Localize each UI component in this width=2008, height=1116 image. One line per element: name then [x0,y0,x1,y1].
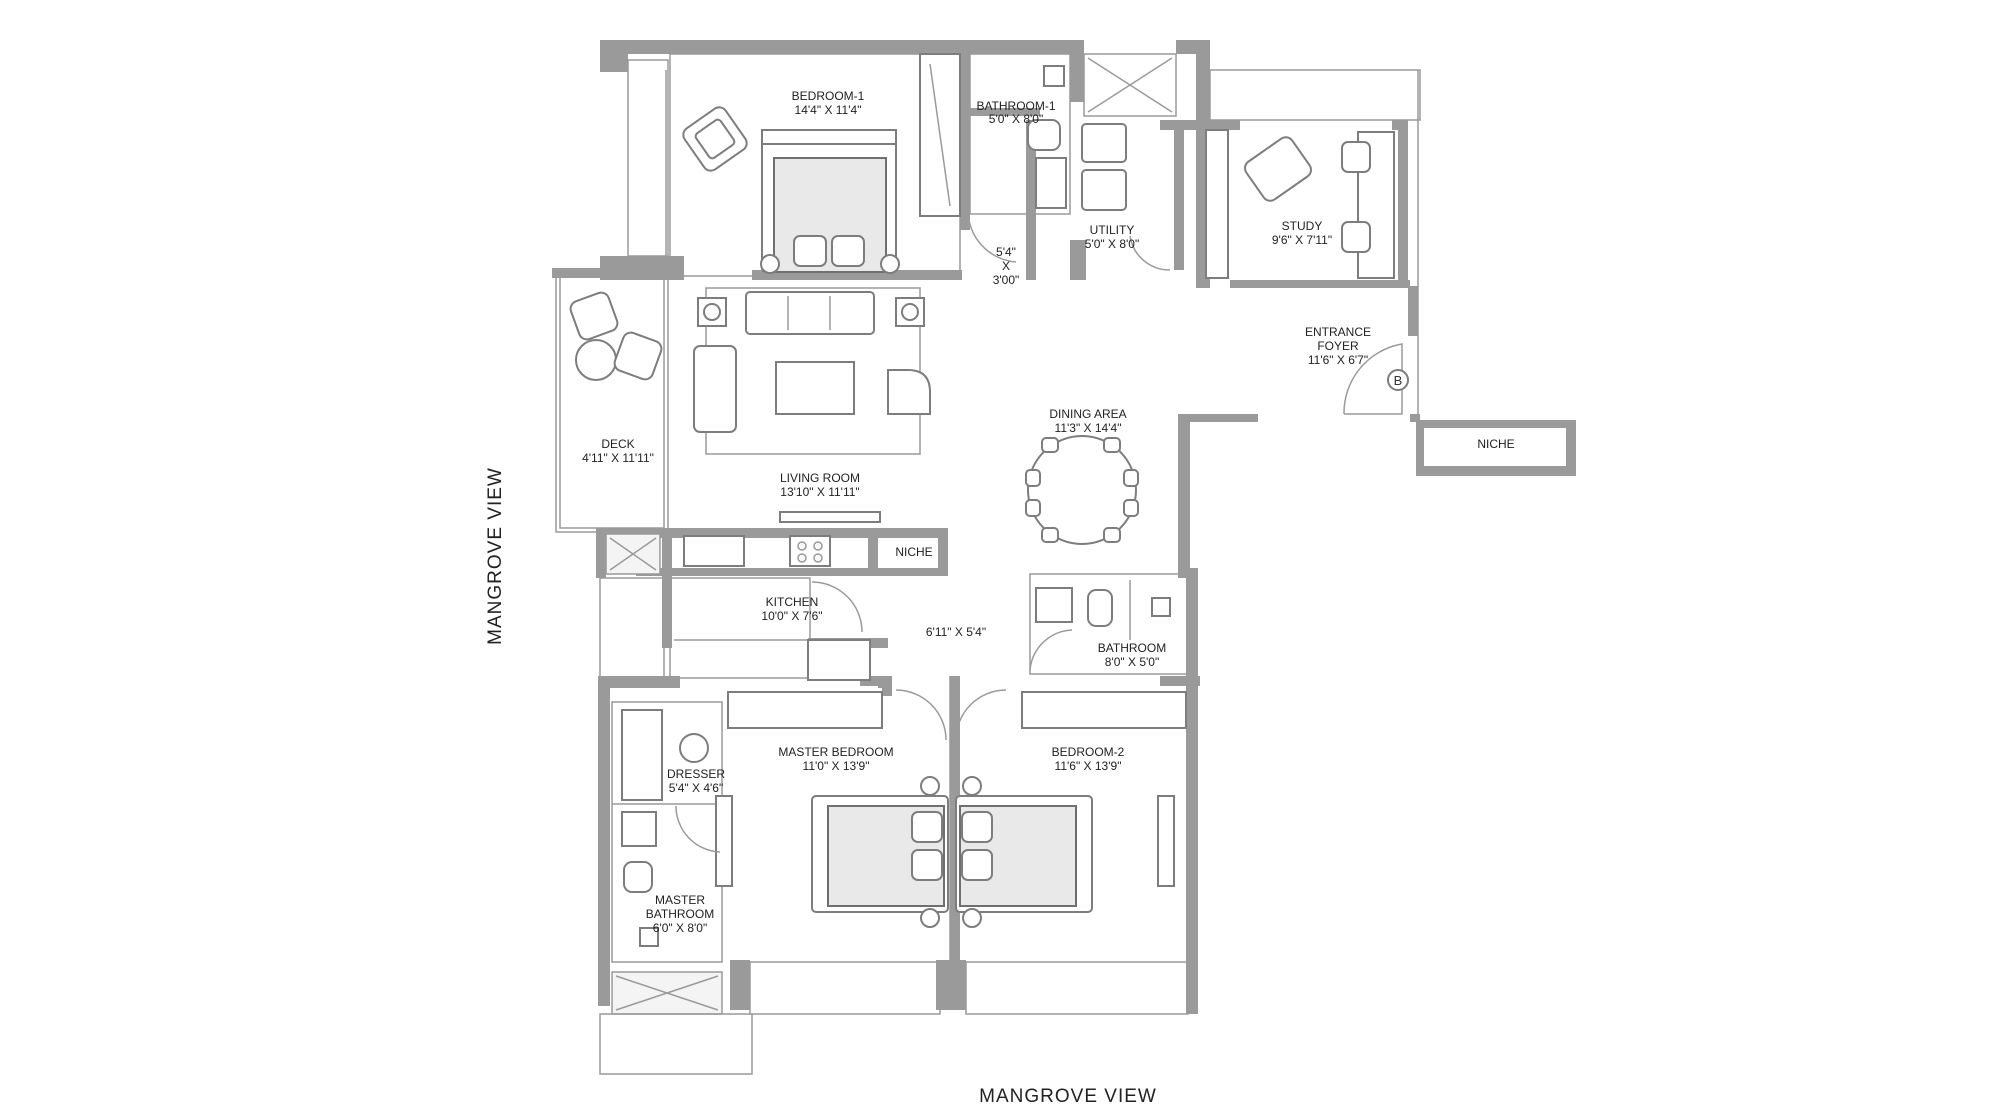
utility-size: 5'0" X 8'0" [1085,237,1139,251]
bathroom1-name: BATHROOM-1 [976,99,1055,113]
bathroom-name: BATHROOM [1098,641,1166,655]
room-labels: BEDROOM-1 14'4" X 11'4" BATHROOM-1 5'0" … [582,89,1515,935]
passage1-line1: 5'4" [996,245,1016,259]
niche-kitchen-label: NICHE [895,545,932,559]
study-name: STUDY [1282,219,1323,233]
deck-name: DECK [601,437,634,451]
study-size: 9'6" X 7'11" [1272,233,1332,247]
master-bedroom-size: 11'0" X 13'9" [803,759,870,773]
bedroom1-name: BEDROOM-1 [792,89,865,103]
view-label-left: MANGROVE VIEW [485,467,506,645]
niche-foyer-label: NICHE [1477,437,1514,451]
utility-name: UTILITY [1090,223,1135,237]
bedroom2-name: BEDROOM-2 [1052,745,1125,759]
dresser-size: 5'4" X 4'6" [669,781,723,795]
master-bathroom-size: 6'0" X 8'0" [653,921,707,935]
master-bedroom-name: MASTER BEDROOM [778,745,893,759]
master-bathroom-name-2: BATHROOM [646,907,714,921]
living-name: LIVING ROOM [780,471,860,485]
view-label-bottom: MANGROVE VIEW [979,1086,1157,1107]
kitchen-size: 10'0" X 7'6" [761,609,822,623]
passage2-size: 6'11" X 5'4" [926,625,986,639]
furniture [569,53,1403,947]
dresser-name: DRESSER [667,767,725,781]
master-bathroom-name-1: MASTER [655,893,705,907]
bathroom-size: 8'0" X 5'0" [1105,655,1159,669]
bathroom1-size: 5'0" X 8'0" [989,112,1043,126]
bedroom2-size: 11'6" X 13'9" [1055,759,1122,773]
foyer-size: 11'6" X 6'7" [1308,353,1368,367]
passage1-line2: X [1002,259,1010,273]
deck-size: 4'11" X 11'11" [582,451,654,465]
entrance-marker-icon [1387,369,1409,391]
dining-name: DINING AREA [1049,407,1126,421]
foyer-name-2: FOYER [1317,339,1359,353]
foyer-name-1: ENTRANCE [1305,325,1371,339]
living-size: 13'10" X 11'11" [780,485,859,499]
bedroom1-size: 14'4" X 11'4" [795,103,862,117]
entrance-marker: B [1394,373,1403,388]
dining-size: 11'3" X 14'4" [1055,421,1122,435]
kitchen-name: KITCHEN [766,595,819,609]
passage1-line3: 3'00" [993,273,1020,287]
